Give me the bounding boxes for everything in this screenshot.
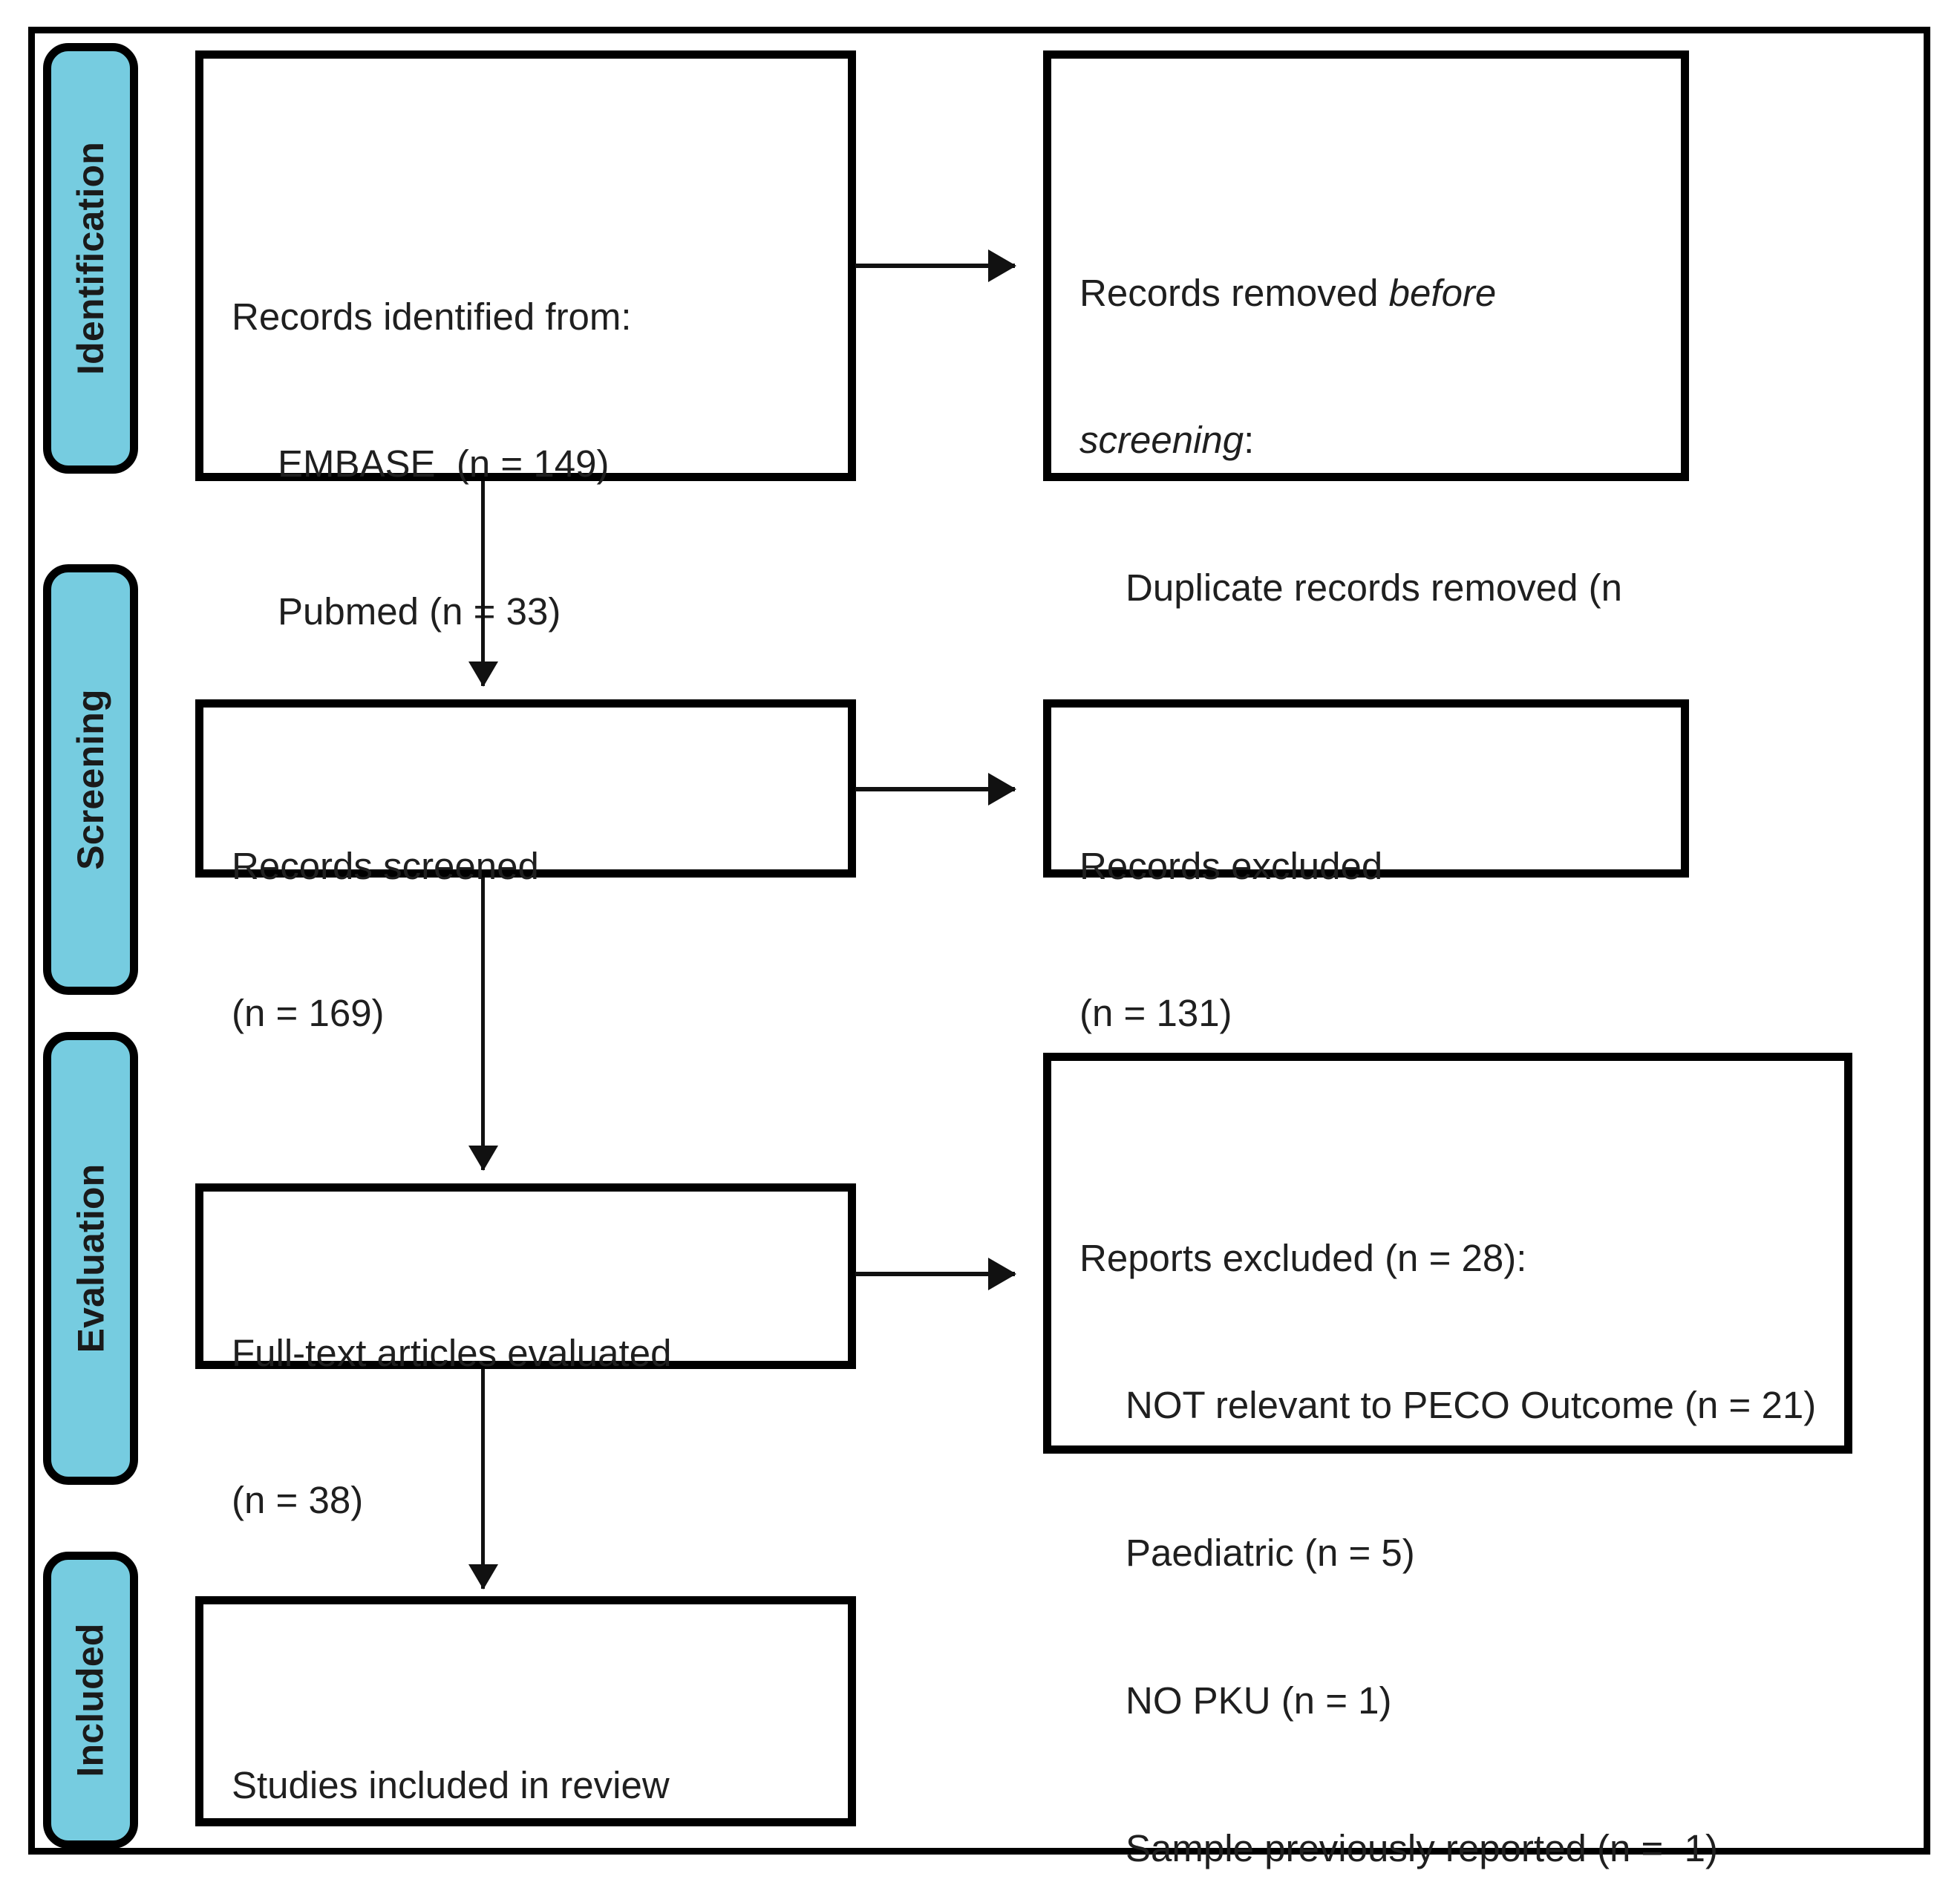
stage-tab-included-label: Included [70,1623,112,1777]
fulltext-evaluated-line1: Full-text articles evaluated [232,1331,672,1374]
box-records-identified-text: Records identified from: EMBASE (n = 149… [232,194,830,735]
box-records-screened[interactable]: Records screened (n = 169) [195,699,856,1034]
arrow-screened-to-excluded [855,787,1015,791]
box-records-excluded-text: Records excluded (n = 131) [1079,743,1663,1137]
box-reports-excluded-text: Reports excluded (n = 28): NOT relevant … [1079,1135,1826,1885]
records-removed-colon: : [1244,419,1255,462]
reports-excluded-line5: Sample previously reported (n = 1) [1126,1827,1718,1870]
records-removed-prefix: Records removed [1079,271,1389,314]
box-fulltext-evaluated-text: Full-text articles evaluated (n = 38) [232,1230,830,1624]
box-studies-included[interactable]: Studies included in review (n = 10) [195,1596,856,1826]
records-identified-line2: EMBASE (n = 149) [278,442,610,486]
records-identified-line1: Records identified from: [232,295,632,338]
studies-included-line1: Studies included in review [232,1763,670,1806]
records-removed-italic-before: before [1388,271,1497,314]
records-removed-line1: Records removed before [1079,269,1663,318]
records-excluded-line1: Records excluded [1079,844,1383,887]
box-fulltext-evaluated[interactable]: Full-text articles evaluated (n = 38) [195,1183,856,1521]
reports-excluded-line4: NO PKU (n = 1) [1126,1679,1392,1722]
reports-excluded-line1: Reports excluded (n = 28): [1079,1236,1527,1279]
records-identified-line3: Pubmed (n = 33) [278,590,561,633]
box-records-screened-text: Records screened (n = 169) [232,743,830,1137]
arrow-fulltext-to-included [481,1369,485,1589]
stage-tab-identification[interactable]: Identification [43,43,138,474]
arrow-identified-to-removed [855,264,1015,268]
box-records-removed[interactable]: Records removed before screening: Duplic… [1043,50,1689,757]
stage-tab-evaluation[interactable]: Evaluation [43,1032,138,1485]
box-records-removed-text: Records removed before screening: Duplic… [1079,170,1663,859]
arrow-fulltext-to-reports-excluded [855,1272,1015,1276]
stage-tab-screening-label: Screening [70,689,111,870]
fulltext-evaluated-line2: (n = 38) [232,1479,364,1522]
box-records-identified[interactable]: Records identified from: EMBASE (n = 149… [195,50,856,633]
box-records-excluded[interactable]: Records excluded (n = 131) [1043,699,1689,1034]
arrow-identified-to-screened [481,481,485,686]
reports-excluded-line2: NOT relevant to PECO Outcome (n = 21) [1126,1384,1817,1427]
records-removed-line2: screening: [1079,416,1663,465]
box-reports-excluded[interactable]: Reports excluded (n = 28): NOT relevant … [1043,1053,1852,1869]
stage-tab-screening[interactable]: Screening [43,564,138,995]
box-studies-included-text: Studies included in review (n = 10) [232,1662,830,1885]
records-removed-italic-screening: screening [1079,419,1244,462]
stage-tab-identification-label: Identification [70,142,112,375]
stage-tab-included[interactable]: Included [43,1552,138,1849]
records-screened-line1: Records screened [232,844,539,887]
records-excluded-line2: (n = 131) [1079,992,1232,1035]
stage-tab-evaluation-label: Evaluation [70,1163,111,1353]
records-removed-line3: Duplicate records removed (n [1126,566,1622,610]
reports-excluded-line3: Paediatric (n = 5) [1126,1532,1415,1575]
records-screened-line2: (n = 169) [232,992,385,1035]
arrow-screened-to-fulltext [481,878,485,1170]
